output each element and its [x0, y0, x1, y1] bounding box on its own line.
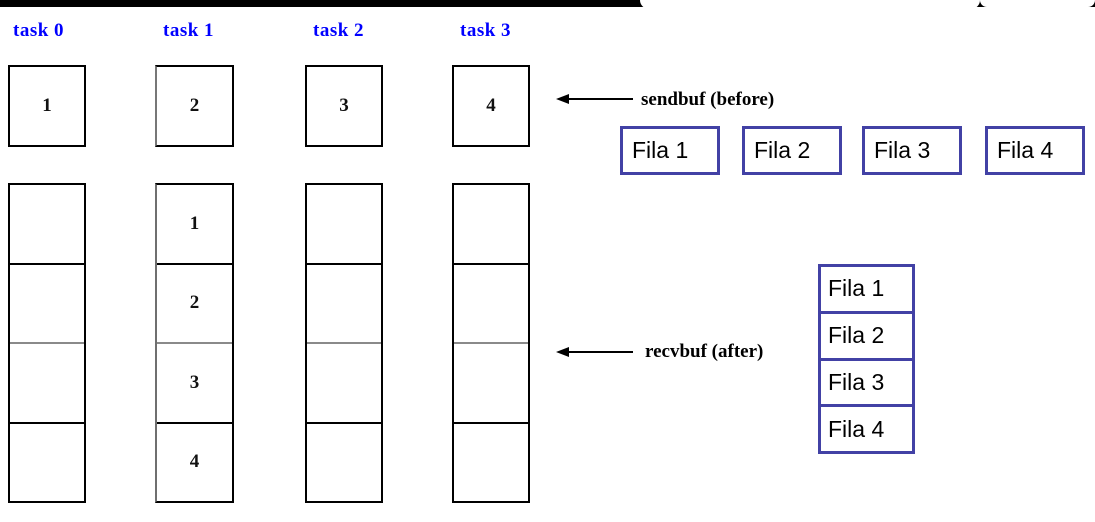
recvbuf-column-task3 — [452, 183, 530, 503]
sendbuf-cell-task3: 4 — [452, 65, 530, 147]
task-label-1: task 1 — [163, 20, 215, 41]
recvbuf-cell-task2-2 — [307, 344, 381, 424]
recvbuf-cell-task1-3: 4 — [189, 451, 200, 473]
recvbuf-annotation-label: recvbuf (after) — [645, 341, 764, 362]
recvbuf-arrow — [556, 345, 636, 359]
recvbuf-cell-task0-0 — [10, 185, 84, 265]
recvbuf-column-task0 — [8, 183, 86, 503]
recvbuf-cell-task3-3 — [454, 424, 528, 502]
sendbuf-cell-task0: 1 — [8, 65, 86, 147]
sendbuf-arrowhead-icon — [556, 94, 569, 104]
fila-stack-item-1: Fila 1 — [821, 267, 912, 314]
sendbuf-annotation-label: sendbuf (before) — [641, 89, 775, 110]
sendbuf-cell-task1: 2 — [155, 65, 234, 147]
recvbuf-arrow-line — [566, 351, 633, 353]
fila-row-item-4: Fila 4 — [985, 126, 1085, 175]
fila-row-item-1: Fila 1 — [620, 126, 720, 175]
recvbuf-cell-task1-2: 3 — [157, 344, 232, 424]
top-black-strip — [0, 0, 1095, 7]
recvbuf-cell-task2-0 — [307, 185, 381, 265]
task-label-0: task 0 — [13, 20, 65, 41]
fila-stack: Fila 1 Fila 2 Fila 3 Fila 4 — [818, 264, 915, 454]
fila-stack-item-4: Fila 4 — [828, 415, 885, 442]
recvbuf-cell-task3-2 — [454, 344, 528, 424]
recvbuf-cell-task3-1 — [454, 265, 528, 344]
recvbuf-column-task1: 1 2 3 4 — [155, 183, 234, 503]
recvbuf-cell-task1-0: 1 — [157, 185, 232, 265]
recvbuf-cell-task0-2 — [10, 344, 84, 424]
recvbuf-cell-task2-3 — [307, 424, 381, 502]
fila-stack-item-2: Fila 2 — [821, 314, 912, 361]
sendbuf-arrow-line — [566, 98, 633, 100]
sendbuf-arrow — [556, 92, 636, 106]
recvbuf-arrowhead-icon — [556, 347, 569, 357]
fila-row-item-2: Fila 2 — [742, 126, 842, 175]
recvbuf-cell-task3-0 — [454, 185, 528, 265]
top-strip-white-notch-left — [640, 0, 980, 9]
task-label-2: task 2 — [313, 20, 365, 41]
task-label-3: task 3 — [460, 20, 512, 41]
recvbuf-cell-task2-1 — [307, 265, 381, 344]
recvbuf-cell-task0-3 — [10, 424, 84, 502]
fila-row-item-3: Fila 3 — [862, 126, 962, 175]
recvbuf-cell-task0-1 — [10, 265, 84, 344]
fila-stack-item-3: Fila 3 — [821, 361, 912, 408]
top-strip-white-notch-right — [980, 0, 1095, 7]
recvbuf-cell-task1-1: 2 — [157, 265, 232, 344]
sendbuf-cell-task2: 3 — [305, 65, 383, 147]
recvbuf-column-task2 — [305, 183, 383, 503]
